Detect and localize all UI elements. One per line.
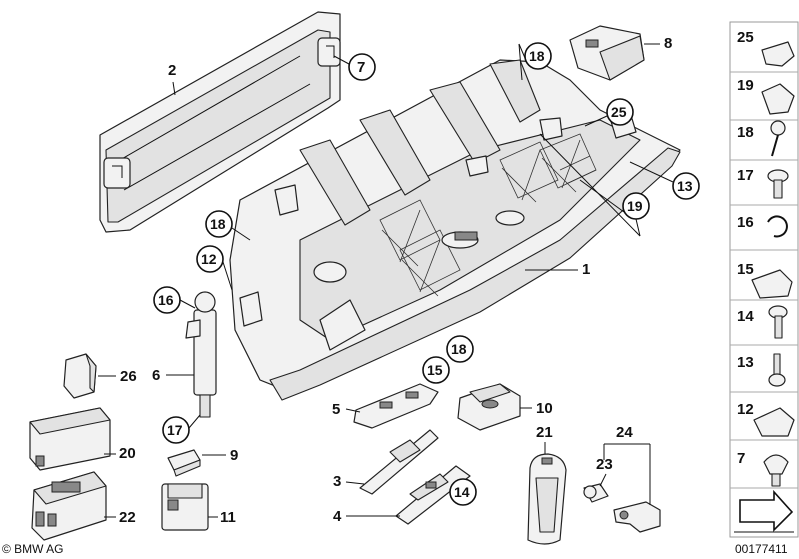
glovebox-part-1: [229, 59, 681, 401]
sidebar-part-16-clip: [767, 215, 788, 238]
callout-20: 20: [104, 445, 136, 462]
svg-text:3: 3: [333, 473, 341, 490]
callout-14-center: 14: [449, 478, 477, 506]
sidebar-label-13: 13: [737, 354, 754, 371]
svg-text:18: 18: [210, 216, 226, 232]
sidebar-label-14: 14: [737, 308, 754, 325]
direction-arrow-icon: [734, 489, 794, 533]
trim-panel-part-2: [99, 11, 341, 233]
lock-part-10: [457, 383, 521, 431]
svg-text:23: 23: [596, 456, 613, 473]
clip-part-26: [63, 353, 97, 399]
svg-text:24: 24: [616, 424, 633, 441]
sidebar-part-12: [753, 407, 795, 437]
sidebar-part-19: [761, 83, 795, 115]
svg-text:18: 18: [451, 341, 467, 357]
svg-text:6: 6: [152, 367, 160, 384]
svg-text:22: 22: [119, 509, 136, 526]
callout-19-main: 19: [539, 133, 650, 237]
rod-part-4: [395, 465, 471, 525]
copyright-text: © BMW AG: [2, 542, 64, 556]
callout-23: 23: [596, 456, 613, 487]
sidebar-part-15: [751, 269, 793, 299]
callout-18-center: 18: [446, 335, 474, 363]
callout-3: 3: [333, 473, 365, 490]
svg-text:13: 13: [677, 178, 693, 194]
callout-1: 1: [525, 261, 590, 278]
sidebar-label-12: 12: [737, 401, 754, 418]
svg-text:4: 4: [333, 508, 342, 525]
svg-text:18: 18: [529, 48, 545, 64]
callout-22: 22: [104, 509, 136, 526]
diagram-number: 00177411: [735, 542, 788, 556]
sidebar-part-14-bolt: [768, 305, 788, 339]
housing-part-11: [161, 483, 209, 531]
svg-text:10: 10: [536, 400, 553, 417]
sidebar-part-25: [761, 41, 795, 67]
svg-text:20: 20: [119, 445, 136, 462]
svg-text:26: 26: [120, 368, 137, 385]
svg-text:12: 12: [201, 251, 217, 267]
callout-13-main: 13: [629, 161, 700, 200]
sidebar-label-16: 16: [737, 214, 754, 231]
rod-part-3: [359, 429, 439, 495]
callout-9: 9: [202, 447, 238, 464]
cover-part-20: [29, 407, 111, 471]
callout-24: 24: [603, 424, 651, 505]
svg-text:1: 1: [582, 261, 590, 278]
callout-4: 4: [333, 508, 400, 525]
sidebar-label-17: 17: [737, 167, 754, 184]
svg-text:25: 25: [611, 104, 627, 120]
key-part-24: [613, 501, 661, 533]
sidebar-label-15: 15: [737, 261, 754, 278]
callout-18-top: 18: [518, 42, 552, 81]
damper-part-6: [185, 291, 217, 418]
callout-7-top: 7: [333, 53, 376, 81]
sidebar-label-18: 18: [737, 124, 754, 141]
callout-11: 11: [208, 509, 236, 526]
svg-text:9: 9: [230, 447, 238, 464]
callout-15-center: 15: [422, 356, 450, 384]
svg-text:15: 15: [427, 362, 443, 378]
cover-part-9: [167, 449, 201, 477]
callout-21: 21: [536, 424, 553, 454]
svg-text:14: 14: [454, 484, 470, 500]
small-parts-sidebar: 25 19 18 17 16 15 14 13 12 7: [729, 21, 799, 538]
sidebar-label-25: 25: [737, 29, 754, 46]
callout-16-left: 16: [153, 286, 196, 314]
sidebar-part-13-rivet: [768, 353, 786, 387]
sidebar-label-7: 7: [737, 450, 745, 467]
callout-2: 2: [168, 62, 176, 96]
bracket-part-22: [31, 471, 107, 541]
svg-text:2: 2: [168, 62, 176, 79]
svg-text:11: 11: [220, 509, 236, 526]
svg-text:5: 5: [332, 401, 340, 418]
sidebar-label-19: 19: [737, 77, 754, 94]
callout-6: 6: [152, 367, 194, 384]
callout-17-left: 17: [162, 414, 201, 444]
lid-part-21: [527, 453, 567, 545]
svg-text:19: 19: [627, 198, 643, 214]
callout-5: 5: [332, 401, 361, 418]
callout-18-left: 18: [205, 210, 251, 241]
cap-part-8: [569, 25, 645, 81]
cylinder-part-23: [583, 483, 609, 503]
sidebar-part-7-knob: [763, 454, 789, 487]
svg-text:17: 17: [167, 422, 183, 438]
bracket-part-5: [353, 383, 439, 429]
callout-8: 8: [644, 35, 672, 52]
sidebar-part-18-screw: [770, 120, 786, 157]
svg-text:21: 21: [536, 424, 553, 441]
callout-10: 10: [520, 400, 553, 417]
callout-12-left: 12: [196, 245, 233, 291]
svg-text:8: 8: [664, 35, 672, 52]
sidebar-part-17-pin: [767, 169, 789, 199]
callout-26: 26: [98, 368, 137, 385]
callout-25-main: 25: [584, 98, 634, 127]
svg-text:7: 7: [357, 59, 365, 76]
svg-text:16: 16: [158, 292, 174, 308]
